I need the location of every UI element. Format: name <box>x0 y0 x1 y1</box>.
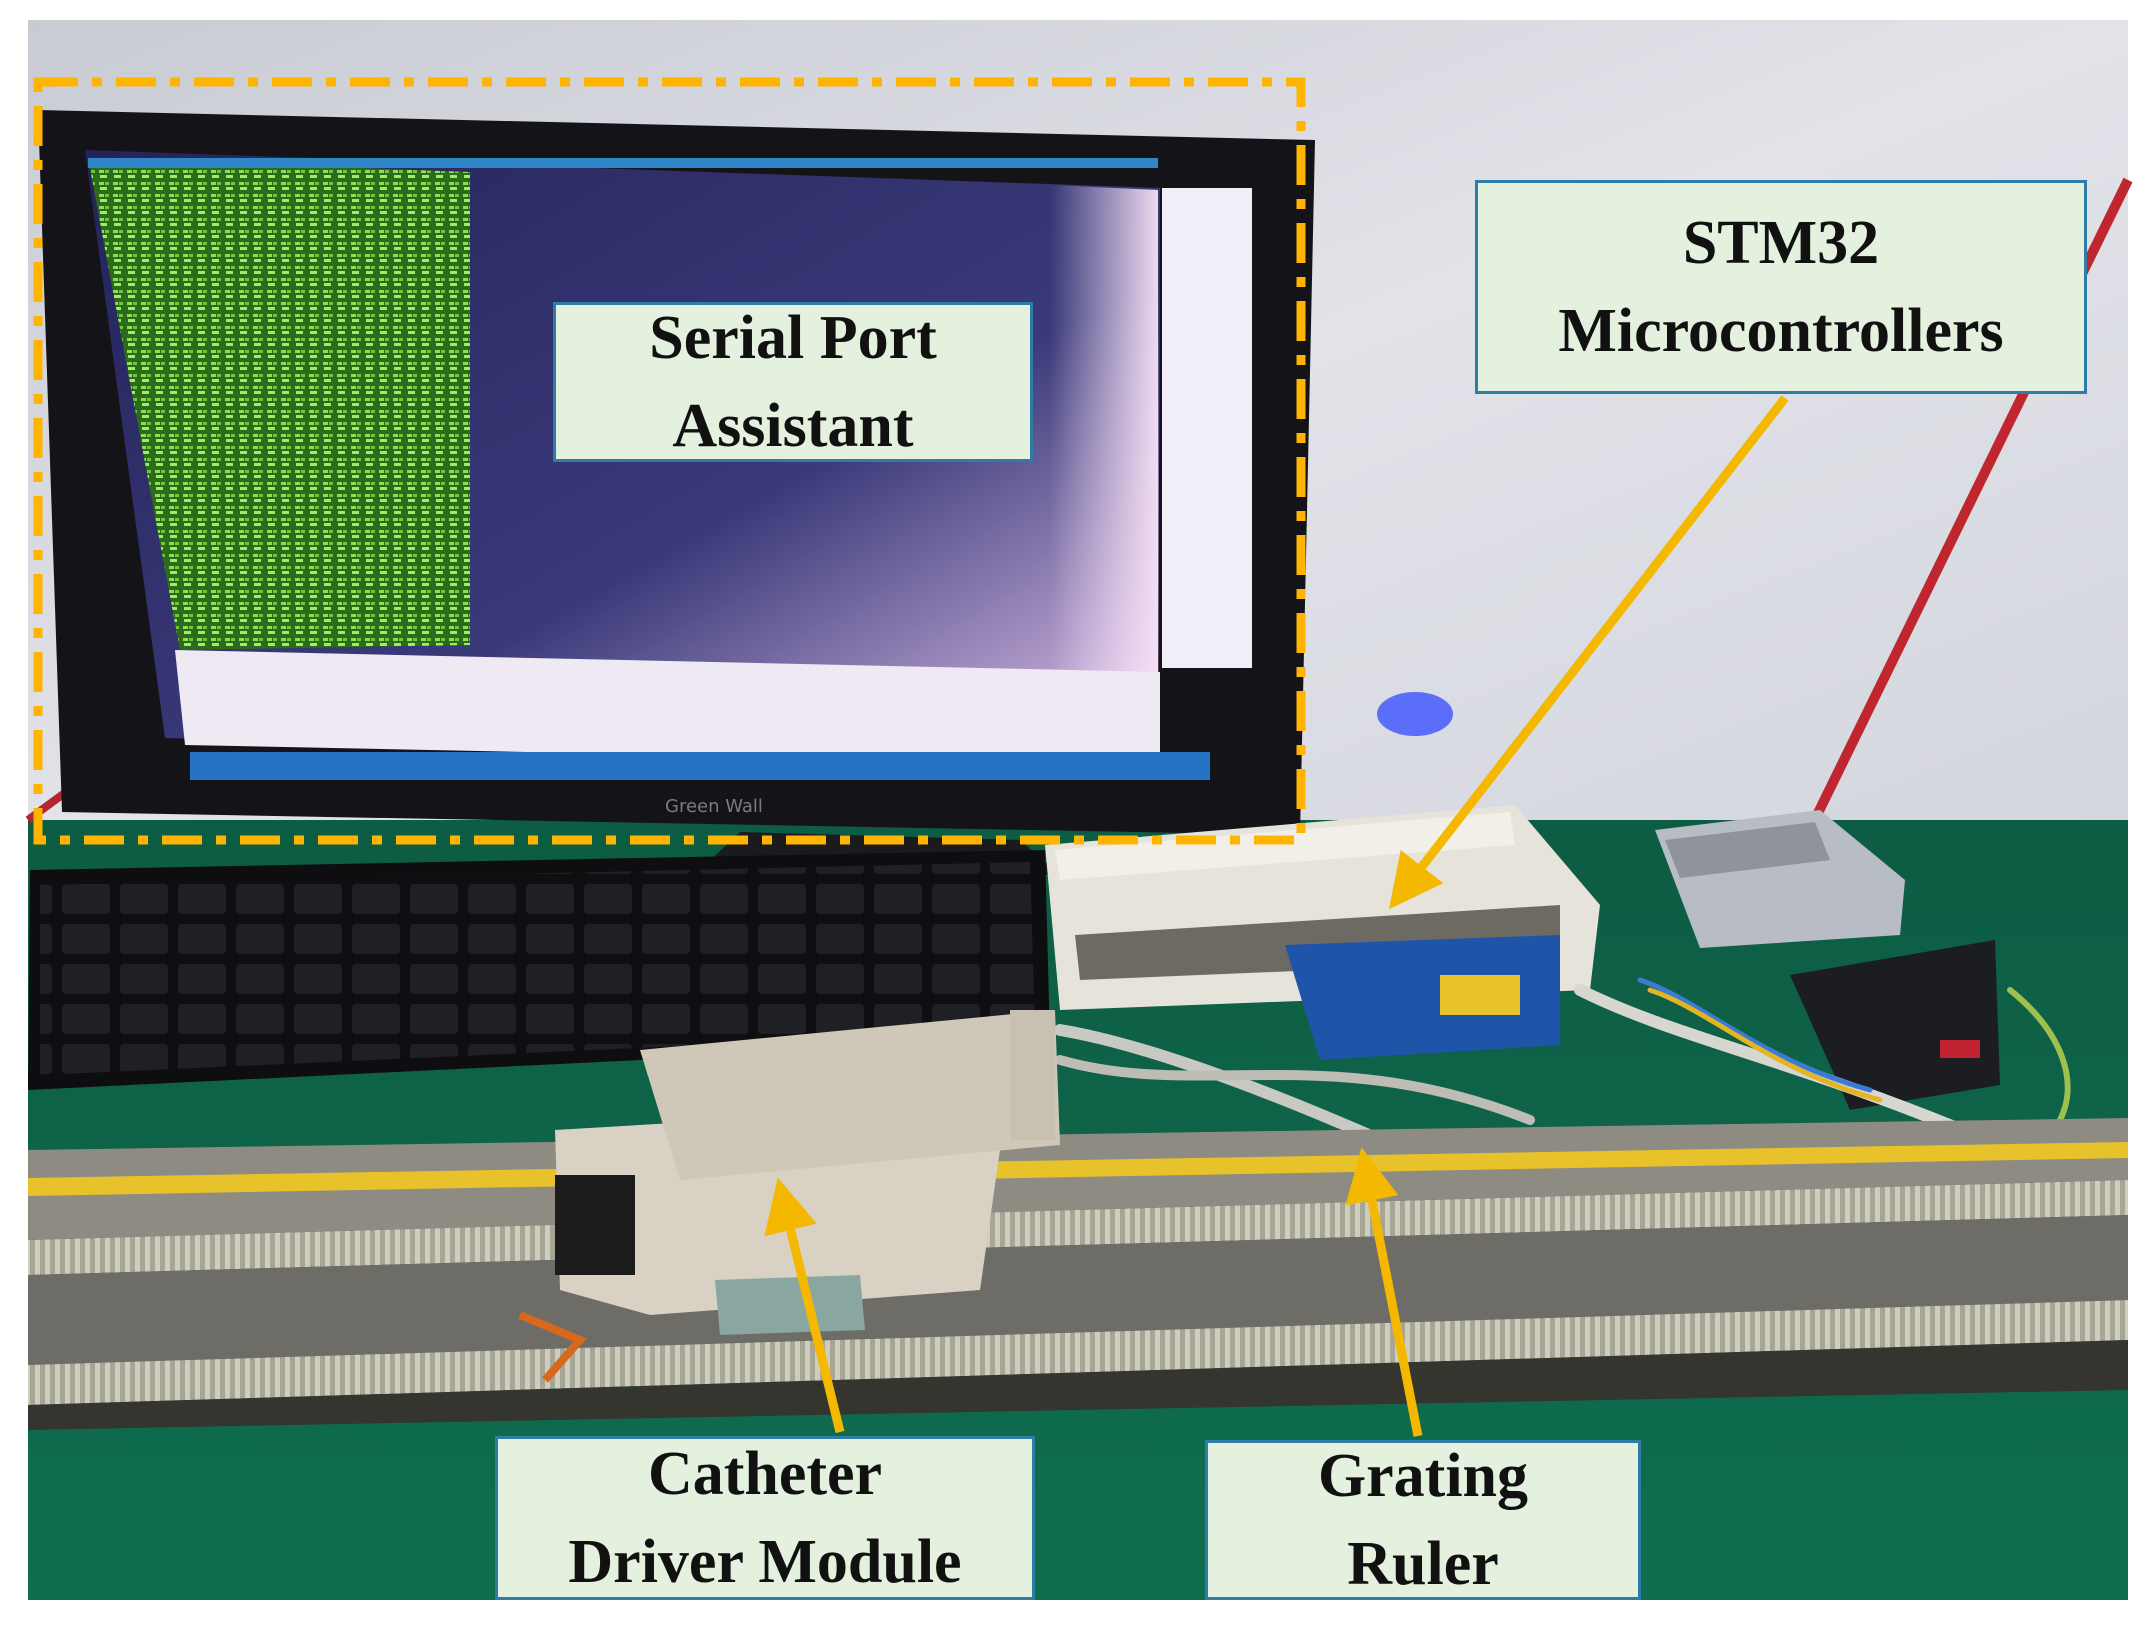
linear-rail <box>28 1118 2128 1430</box>
label-catheter-driver-module: Catheter Driver Module <box>495 1436 1035 1600</box>
motor-driver <box>1790 940 2000 1110</box>
label-serial-line2: Assistant <box>672 392 914 460</box>
label-catheter-line2: Driver Module <box>568 1528 962 1596</box>
highlight-box <box>33 77 1306 845</box>
label-stm32-line1: STM32 <box>1682 208 1880 277</box>
label-grating-line2: Ruler <box>1347 1530 1499 1598</box>
blue-led-glow <box>1377 692 1453 736</box>
serial-data-columns <box>88 158 470 650</box>
stm32-controller-box <box>1045 805 1600 1060</box>
arrow-catheter <box>764 1177 845 1434</box>
label-stm32-microcontrollers: STM32 Microcontrollers <box>1475 180 2087 394</box>
arrow-grating <box>1345 1147 1423 1437</box>
label-catheter-line1: Catheter <box>647 1439 883 1508</box>
monitor: Green Wall <box>38 110 1315 875</box>
label-stm32-line2: Microcontrollers <box>1558 297 2004 365</box>
label-serial-port-assistant: Serial Port Assistant <box>553 302 1033 462</box>
grating-ruler-strip <box>28 1142 2128 1196</box>
svg-text:Green Wall: Green Wall <box>665 796 763 817</box>
label-serial-line1: Serial Port <box>649 303 937 372</box>
label-grating-line1: Grating <box>1317 1441 1529 1510</box>
arrow-stm32 <box>1388 395 1789 910</box>
stm32-board <box>1285 935 1560 1060</box>
label-grating-ruler: Grating Ruler <box>1205 1440 1641 1600</box>
keyboard <box>28 850 1050 1090</box>
